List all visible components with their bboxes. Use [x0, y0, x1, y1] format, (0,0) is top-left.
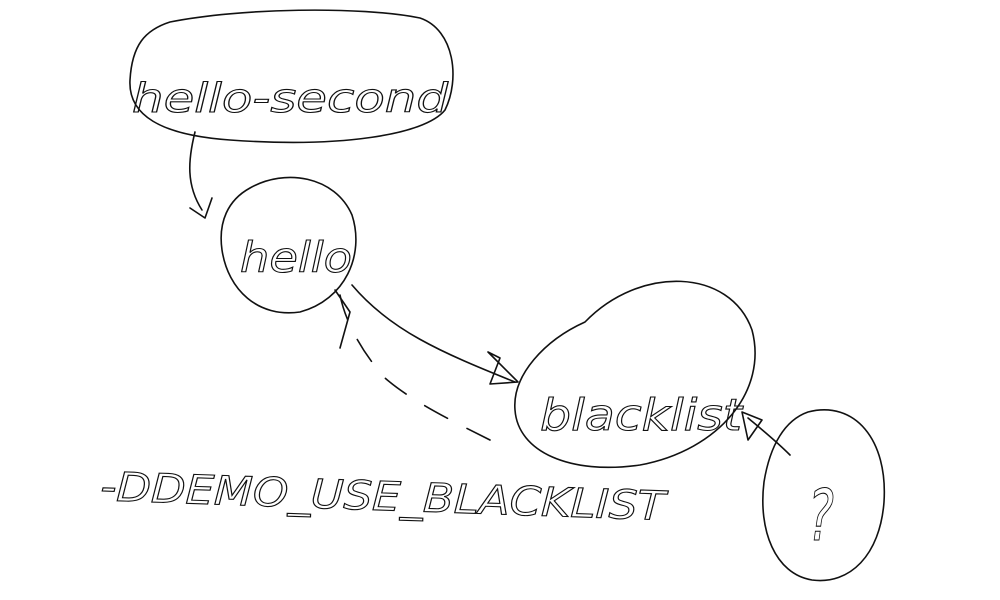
node-unknown[interactable]: ?	[762, 409, 886, 582]
arrowhead-icon	[741, 411, 763, 441]
edge-hello-to-blacklist-dashed[interactable]	[334, 289, 491, 441]
node-hello-second-outline	[129, 9, 454, 144]
edge-line	[189, 131, 203, 211]
edge-line	[747, 417, 791, 456]
node-hello-label: hello	[240, 233, 352, 282]
arrowhead-icon	[189, 197, 213, 219]
node-unknown-outline	[762, 409, 886, 582]
arrowhead-icon	[487, 351, 519, 385]
node-hello-second-label: hello-second	[132, 76, 449, 122]
node-hello[interactable]: hello	[220, 176, 357, 314]
node-blacklist[interactable]: blacklist	[514, 280, 756, 469]
edge-line-dashed	[339, 294, 491, 441]
edge-unknown-to-blacklist[interactable]	[741, 411, 791, 456]
edge-hello-to-blacklist[interactable]	[351, 284, 519, 385]
node-unknown-label: ?	[808, 475, 834, 557]
node-blacklist-outline	[514, 280, 756, 469]
annotation-flag: -DDEMO_USE_BLACKLIST	[99, 464, 669, 530]
edge-line	[351, 284, 516, 383]
node-hello-outline	[220, 176, 357, 314]
arrowhead-icon	[334, 289, 351, 349]
edge-hello-second-to-hello[interactable]	[189, 131, 213, 219]
node-blacklist-label: blacklist	[540, 390, 744, 441]
node-hello-second[interactable]: hello-second	[129, 9, 454, 144]
